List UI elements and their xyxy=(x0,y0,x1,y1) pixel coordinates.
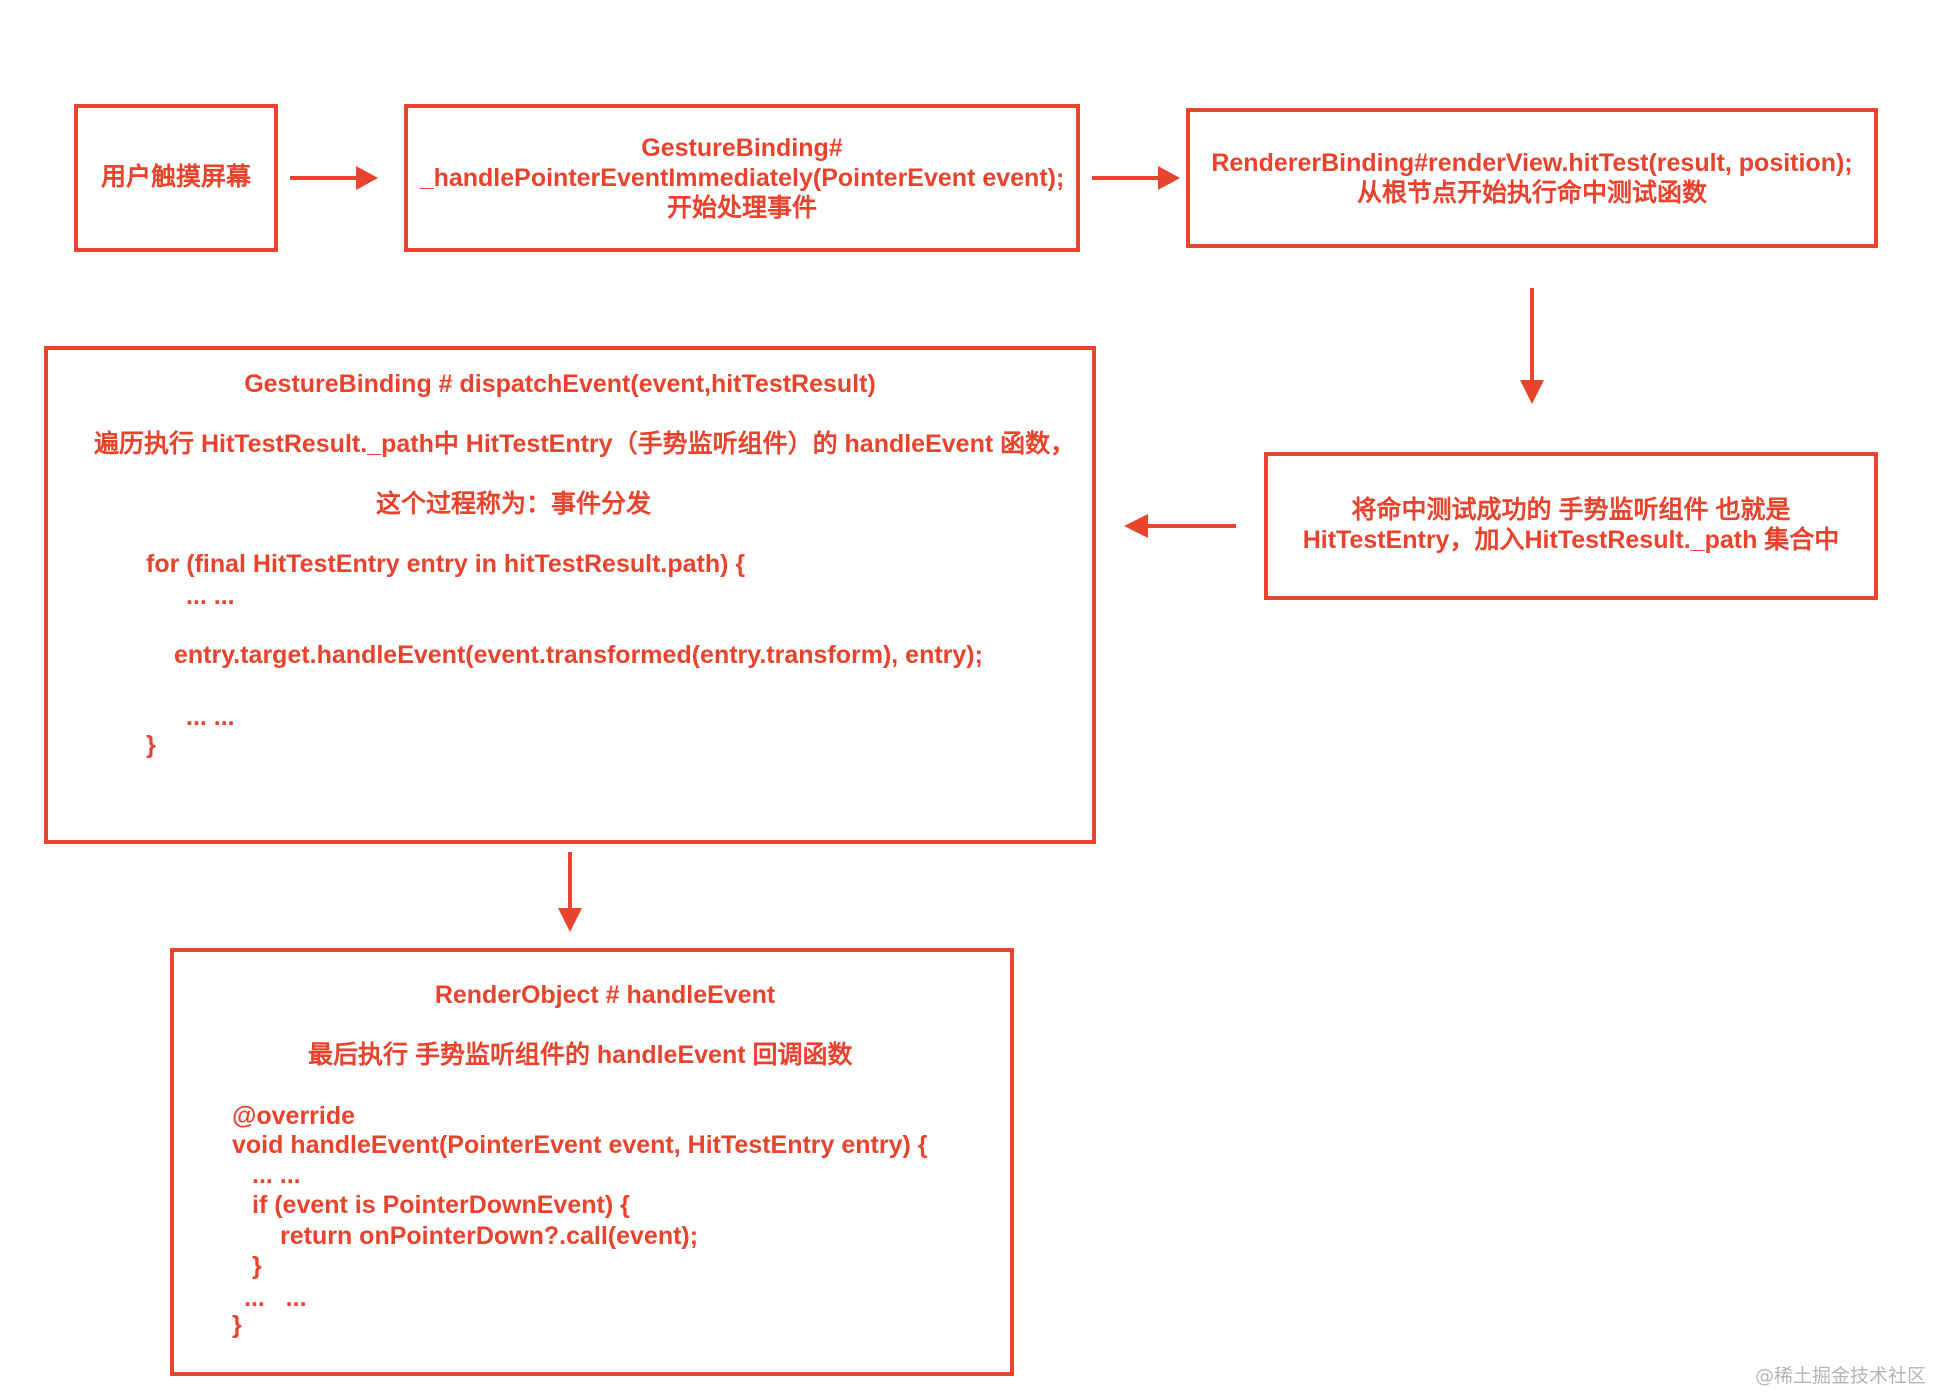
node-render-object-code3: ... ... xyxy=(252,1161,301,1189)
arrow-gesture-to-renderer xyxy=(1092,166,1180,190)
watermark-text: @稀土掘金技术社区 xyxy=(1754,1365,1926,1387)
node-render-object-desc: 最后执行 手势监听组件的 handleEvent 回调函数 xyxy=(308,1041,853,1069)
node-dispatch-event xyxy=(44,346,1096,844)
node-render-object-code4: if (event is PointerDownEvent) { xyxy=(252,1191,630,1219)
node-dispatch-title: GestureBinding # dispatchEvent(event,hit… xyxy=(244,370,876,398)
node-render-object-code7: ... ... xyxy=(244,1284,307,1312)
node-gesture-handle-line2: _handlePointerEventImmediately(PointerEv… xyxy=(419,164,1065,192)
node-dispatch-code4: ... ... xyxy=(186,703,235,731)
node-gesture-handle-pointer xyxy=(404,104,1080,252)
arrow-collect-to-dispatch xyxy=(1124,514,1236,538)
node-render-object-code6: } xyxy=(252,1252,262,1280)
node-dispatch-code1: for (final HitTestEntry entry in hitTest… xyxy=(146,550,746,578)
node-dispatch-desc1: 遍历执行 HitTestResult._path中 HitTestEntry（手… xyxy=(94,430,1076,458)
node-collect-entries-line1: 将命中测试成功的 手势监听组件 也就是 xyxy=(1351,496,1791,524)
node-render-object-code5: return onPointerDown?.call(event); xyxy=(280,1222,699,1250)
node-renderer-hittest xyxy=(1186,108,1878,248)
node-collect-entries-line2: HitTestEntry，加入HitTestResult._path 集合中 xyxy=(1302,526,1840,554)
node-render-object-code2: void handleEvent(PointerEvent event, Hit… xyxy=(232,1131,928,1159)
node-collect-entries xyxy=(1264,452,1878,600)
node-render-object-code8: } xyxy=(232,1311,242,1339)
node-gesture-handle-line3: 开始处理事件 xyxy=(666,194,817,222)
node-render-object-code1: @override xyxy=(232,1102,356,1130)
node-touch-screen xyxy=(74,104,278,252)
node-render-object-title: RenderObject # handleEvent xyxy=(434,981,776,1009)
node-dispatch-desc2: 这个过程称为：事件分发 xyxy=(376,490,652,518)
node-render-object-handle xyxy=(170,948,1014,1376)
node-touch-screen-label: 用户触摸屏幕 xyxy=(100,163,251,191)
node-renderer-hittest-line2: 从根节点开始执行命中测试函数 xyxy=(1356,179,1707,207)
node-renderer-hittest-line1: RendererBinding#renderView.hitTest(resul… xyxy=(1211,149,1853,177)
node-dispatch-code3: entry.target.handleEvent(event.transform… xyxy=(174,641,983,669)
node-dispatch-code5: } xyxy=(146,731,156,759)
arrow-touch-to-gesture xyxy=(290,166,378,190)
arrow-dispatch-to-render-object xyxy=(558,852,582,932)
node-gesture-handle-line1: GestureBinding# xyxy=(641,134,843,162)
node-dispatch-code2: ... ... xyxy=(186,582,235,610)
arrow-renderer-to-collect xyxy=(1520,288,1544,404)
